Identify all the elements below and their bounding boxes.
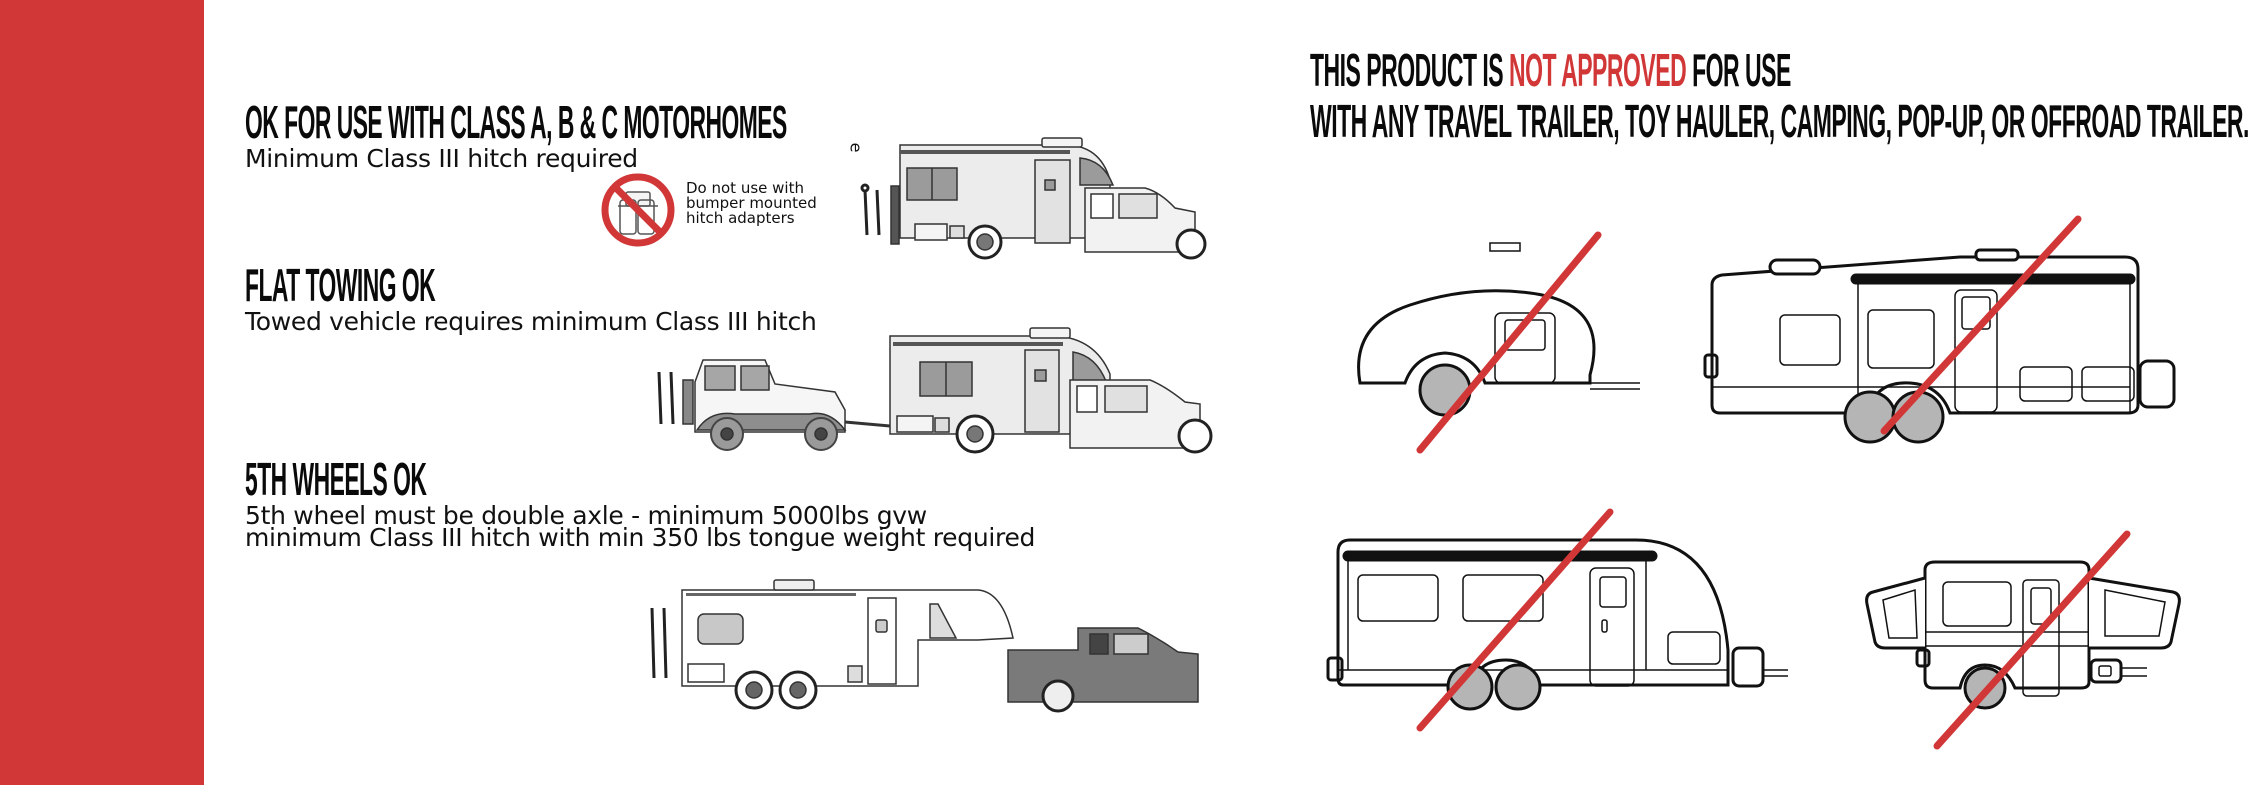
- heading-flat-towing: FLAT TOWING OK: [245, 259, 436, 312]
- teardrop-trailer-prohibited: [1357, 231, 1640, 454]
- warning-line-2: bumper mounted: [686, 194, 817, 212]
- motorhomes-requirement: Minimum Class III hitch required: [245, 144, 638, 173]
- section-motorhomes: OK FOR USE WITH CLASS A, B & C MOTORHOME…: [245, 96, 1287, 149]
- fifth-wheel-illustration: [650, 579, 1199, 713]
- warning-line-3: hitch adapters: [686, 209, 795, 227]
- flat-towing-illustration: [657, 327, 1213, 454]
- section-fifth-wheels: 5TH WHEELS OK: [245, 453, 594, 506]
- prohibited-bumper-hitch-adapter-icon: [601, 173, 675, 247]
- title-line-2: WITH ANY TRAVEL TRAILER, TOY HAULER, CAM…: [1310, 95, 2249, 147]
- flat-towing-requirement: Towed vehicle requires minimum Class III…: [245, 307, 817, 336]
- fifth-wheel-requirement-1: 5th wheel must be double axle - minimum …: [245, 501, 927, 530]
- pop-up-camper-prohibited: [1865, 530, 2181, 750]
- heading-motorhomes: OK FOR USE WITH CLASS A, B & C MOTORHOME…: [245, 96, 787, 149]
- title-prefix: THIS PRODUCT IS: [1310, 44, 1510, 96]
- bumper-adapter-warning: Do not use with bumper mounted hitch ada…: [686, 181, 817, 226]
- section-flat-towing: FLAT TOWING OK: [245, 259, 611, 312]
- fifth-wheel-requirement-2: minimum Class III hitch with min 350 lbs…: [245, 523, 1036, 552]
- title-suffix: FOR USE: [1686, 44, 1791, 96]
- toy-hauler-prohibited: [1703, 215, 2176, 444]
- not-approved-title-line-1: THIS PRODUCT IS NOT APPROVED FOR USE: [1310, 47, 2260, 93]
- class-c-motorhome-illustration: [860, 137, 1207, 260]
- warning-line-1: Do not use with: [686, 179, 804, 197]
- not-approved-highlight: NOT APPROVED: [1509, 44, 1687, 96]
- title-line-1-group: THIS PRODUCT IS NOT APPROVED FOR USE: [1310, 47, 1791, 93]
- not-approved-title-line-2: WITH ANY TRAVEL TRAILER, TOY HAULER, CAM…: [1310, 98, 2260, 144]
- travel-trailer-prohibited: [1326, 508, 1788, 732]
- heading-fifth-wheels: 5TH WHEELS OK: [245, 453, 427, 506]
- red-sidebar-band: [0, 0, 204, 785]
